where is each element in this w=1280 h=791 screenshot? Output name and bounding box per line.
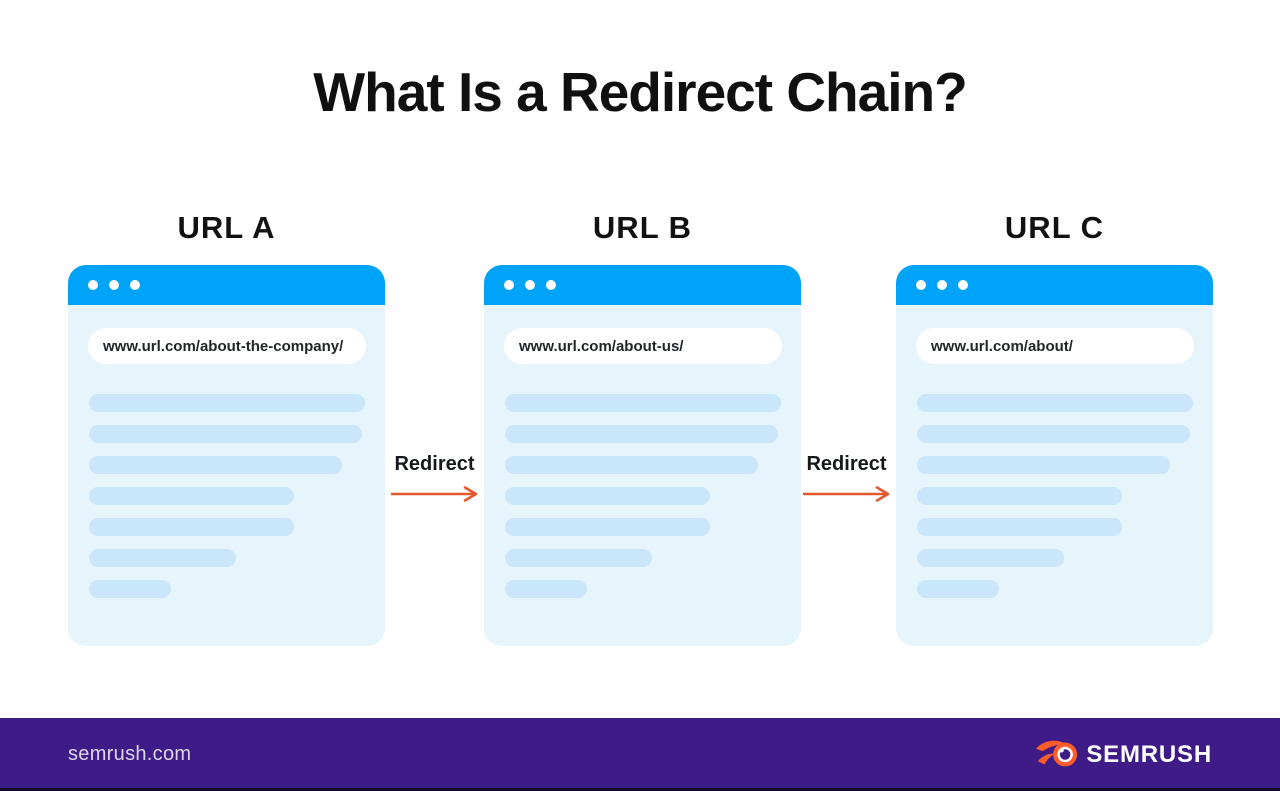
placeholder-text-line	[505, 580, 587, 598]
placeholder-text-line	[89, 580, 171, 598]
footer-bottom-edge	[0, 788, 1280, 791]
browser-column-b: URL B www.url.com/about-us/	[484, 207, 801, 646]
placeholder-text-line	[505, 518, 710, 536]
placeholder-text-line	[505, 394, 781, 412]
window-control-dot	[525, 280, 535, 290]
right-arrow-icon	[802, 486, 889, 502]
semrush-flame-icon	[1036, 740, 1078, 767]
browser-column-c: URL C www.url.com/about/	[896, 207, 1213, 646]
browser-label-c: URL C	[1004, 210, 1105, 245]
placeholder-text-line	[917, 487, 1122, 505]
window-control-dot	[546, 280, 556, 290]
placeholder-text-line	[917, 518, 1122, 536]
redirect-label: Redirect	[394, 453, 475, 475]
browser-window-b: www.url.com/about-us/	[484, 265, 801, 646]
window-control-dot	[109, 280, 119, 290]
window-control-dot	[130, 280, 140, 290]
browser-window-c: www.url.com/about/	[896, 265, 1213, 646]
placeholder-text-line	[917, 425, 1190, 443]
placeholder-text-line	[89, 425, 362, 443]
redirect-connector-2: Redirect	[797, 450, 896, 502]
browser-label-a: URL A	[177, 210, 276, 245]
browser-titlebar	[484, 265, 801, 305]
url-bar: www.url.com/about/	[916, 328, 1194, 364]
redirect-label: Redirect	[806, 453, 887, 475]
browser-titlebar	[68, 265, 385, 305]
placeholder-text-line	[89, 456, 342, 474]
placeholder-text-line	[917, 580, 999, 598]
placeholder-text-line	[505, 425, 778, 443]
placeholder-text-line	[89, 549, 236, 567]
footer-bar: semrush.com SEMRUSH	[0, 718, 1280, 791]
browser-column-a: URL A www.url.com/about-the-company/	[68, 207, 385, 646]
placeholder-text-line	[917, 394, 1193, 412]
redirect-connector-1: Redirect	[385, 450, 484, 502]
window-control-dot	[937, 280, 947, 290]
placeholder-text-line	[505, 487, 710, 505]
browser-window-a: www.url.com/about-the-company/	[68, 265, 385, 646]
browser-label-b: URL B	[592, 210, 693, 245]
page-content-placeholder	[917, 394, 1193, 598]
window-control-dot	[88, 280, 98, 290]
placeholder-text-line	[89, 487, 294, 505]
placeholder-text-line	[917, 456, 1170, 474]
footer-site-url: semrush.com	[68, 743, 192, 765]
placeholder-text-line	[917, 549, 1064, 567]
semrush-logo-text: SEMRUSH	[1086, 740, 1212, 768]
url-bar: www.url.com/about-the-company/	[88, 328, 366, 364]
placeholder-text-line	[89, 518, 294, 536]
url-bar: www.url.com/about-us/	[504, 328, 782, 364]
placeholder-text-line	[505, 549, 652, 567]
window-control-dot	[504, 280, 514, 290]
semrush-logo: SEMRUSH	[1035, 738, 1212, 771]
page-title: What Is a Redirect Chain?	[313, 61, 967, 123]
browser-titlebar	[896, 265, 1213, 305]
placeholder-text-line	[505, 456, 758, 474]
page-content-placeholder	[505, 394, 781, 598]
window-control-dot	[958, 280, 968, 290]
right-arrow-icon	[390, 486, 477, 502]
window-control-dot	[916, 280, 926, 290]
placeholder-text-line	[89, 394, 365, 412]
page-content-placeholder	[89, 394, 365, 598]
